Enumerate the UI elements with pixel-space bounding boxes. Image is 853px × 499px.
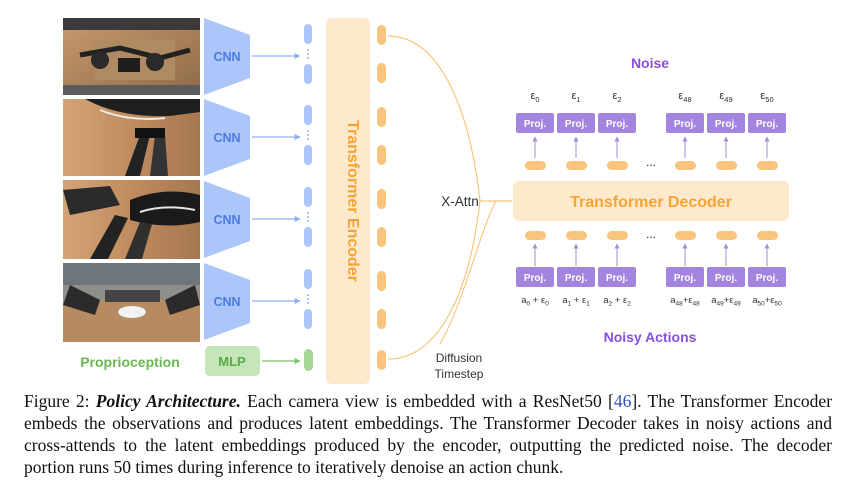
decoder-label: Transformer Decoder xyxy=(570,194,732,211)
proj-label: Proj. xyxy=(565,119,587,130)
noise-label: ε50 xyxy=(760,90,773,104)
noise-output-column-2: ε2 Proj. xyxy=(598,90,636,170)
proj-label: Proj. xyxy=(756,273,778,284)
proj-label: Proj. xyxy=(756,119,778,130)
noise-title: Noise xyxy=(631,55,669,71)
proj-label: Proj. xyxy=(606,119,628,130)
noisy-action-label: a48+ε48 xyxy=(670,295,700,308)
transformer-decoder-block: Transformer Decoder xyxy=(513,181,789,221)
noisy-action-column-50: Proj. a50+ε50 xyxy=(748,231,786,308)
camera-view-right-wrist xyxy=(63,180,200,259)
noise-output-column-49: ε49 Proj. xyxy=(707,90,745,170)
policy-architecture-figure: CNN CNN CNN CNN Propriocepti xyxy=(63,18,789,384)
camera-view-top xyxy=(63,18,200,95)
cnn-label: CNN xyxy=(213,50,240,64)
noise-output-column-50: ε50 Proj. xyxy=(748,90,786,170)
noisy-action-label: a1 + ε1 xyxy=(562,295,590,308)
cnn-token-column-2 xyxy=(304,105,312,165)
noise-output-column-0: ε0 Proj. xyxy=(516,90,554,170)
noise-label: ε49 xyxy=(719,90,732,104)
camera-view-front xyxy=(63,263,200,342)
proj-label: Proj. xyxy=(524,119,546,130)
noise-label: ε1 xyxy=(571,90,580,104)
noisy-action-column-2: Proj. a2 + ε2 xyxy=(598,231,636,308)
diffusion-label: Diffusion xyxy=(436,351,482,365)
proj-label: Proj. xyxy=(565,273,587,284)
noisy-action-label: a0 + ε0 xyxy=(521,295,549,308)
proj-label: Proj. xyxy=(524,273,546,284)
caption-title: Policy Architecture. xyxy=(95,391,241,411)
noisy-action-label: a49+ε49 xyxy=(711,295,741,308)
noisy-action-column-0: Proj. a0 + ε0 xyxy=(516,231,554,308)
cnn-token-column-4 xyxy=(304,269,312,329)
x-attn-label: X-Attn xyxy=(441,194,479,209)
transformer-encoder-block: Transformer Encoder xyxy=(326,18,370,384)
noise-label: ε48 xyxy=(678,90,691,104)
encoder-label: Transformer Encoder xyxy=(344,120,361,282)
proj-label: Proj. xyxy=(674,273,696,284)
noise-output-column-1: ε1 Proj. xyxy=(557,90,595,170)
noise-output-column-48: ε48 Proj. xyxy=(666,90,704,170)
ellipsis-top: ... xyxy=(646,155,656,169)
noisy-action-label: a50+ε50 xyxy=(752,295,782,308)
noisy-action-label: a2 + ε2 xyxy=(603,295,631,308)
cnn-to-token-arrows xyxy=(252,53,301,304)
mlp-block: MLP xyxy=(205,346,260,376)
cnn-token-column-3 xyxy=(304,187,312,247)
mlp-token xyxy=(304,349,313,371)
ellipsis-bottom: ... xyxy=(646,227,656,241)
noise-label: ε0 xyxy=(530,90,539,104)
cnn-block-1: CNN xyxy=(204,18,250,95)
noisy-action-column-48: Proj. a48+ε48 xyxy=(666,231,704,308)
noisy-action-column-49: Proj. a49+ε49 xyxy=(707,231,745,308)
cnn-label: CNN xyxy=(213,131,240,145)
proj-label: Proj. xyxy=(715,119,737,130)
caption-label: Figure 2: xyxy=(24,391,90,411)
cnn-block-4: CNN xyxy=(204,263,250,340)
caption-text-b: ]. The Transformer Encoder embeds the ob… xyxy=(24,391,833,477)
proj-label: Proj. xyxy=(715,273,737,284)
caption-text-a: Each camera view is embedded with a ResN… xyxy=(240,391,614,411)
cnn-token-column-1 xyxy=(304,24,312,84)
citation-link[interactable]: 46 xyxy=(613,391,632,411)
timestep-label: Timestep xyxy=(435,367,484,381)
cnn-block-3: CNN xyxy=(204,181,250,258)
noise-label: ε2 xyxy=(612,90,621,104)
cross-attention-lines xyxy=(387,35,512,360)
noisy-action-column-1: Proj. a1 + ε1 xyxy=(557,231,595,308)
figure-caption: Figure 2: Policy Architecture. Each came… xyxy=(24,390,832,478)
proprioception-label: Proprioception xyxy=(80,354,180,370)
proj-label: Proj. xyxy=(606,273,628,284)
cnn-label: CNN xyxy=(213,295,240,309)
cnn-label: CNN xyxy=(213,213,240,227)
camera-view-left-wrist xyxy=(63,99,200,176)
cnn-block-2: CNN xyxy=(204,99,250,176)
mlp-label: MLP xyxy=(218,354,246,369)
diffusion-timestep-line xyxy=(439,200,497,345)
encoder-output-tokens xyxy=(377,25,386,370)
proj-label: Proj. xyxy=(674,119,696,130)
noisy-actions-title: Noisy Actions xyxy=(604,329,697,345)
